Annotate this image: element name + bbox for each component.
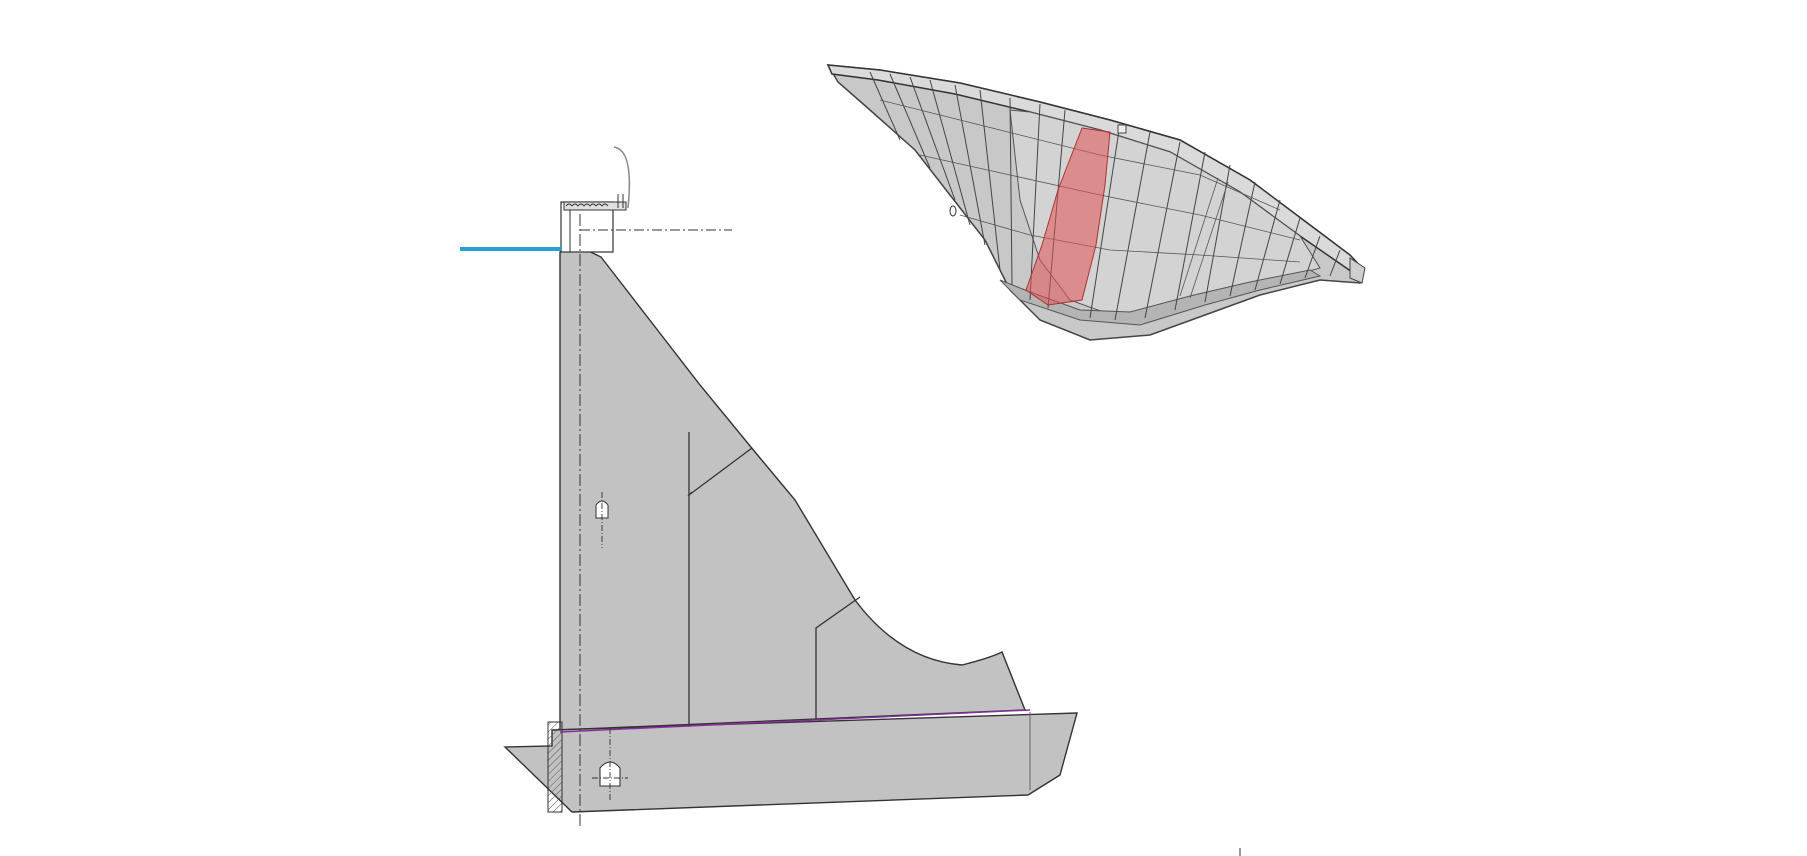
highlighted-block (1025, 127, 1111, 306)
model-crest-node (1117, 124, 1127, 134)
model-floor (999, 269, 1322, 326)
gallery-icon (595, 492, 609, 548)
lower-gallery-icon (592, 728, 628, 800)
dam-3d-model (826, 64, 1366, 341)
foundation-contact-line (559, 709, 1031, 733)
model-end-cap (1349, 257, 1366, 284)
model-block-joints (869, 71, 1341, 321)
heel-rock-hatch (547, 721, 563, 813)
dam-cross-section (460, 146, 1078, 826)
crest-structure (560, 194, 627, 253)
model-gallery-detail (949, 205, 957, 217)
dam-body (559, 244, 1027, 731)
internal-joint-lower (815, 596, 861, 720)
joint-tick (687, 491, 693, 497)
radial-gate-arc (613, 146, 631, 209)
dam-foundation (503, 712, 1078, 813)
